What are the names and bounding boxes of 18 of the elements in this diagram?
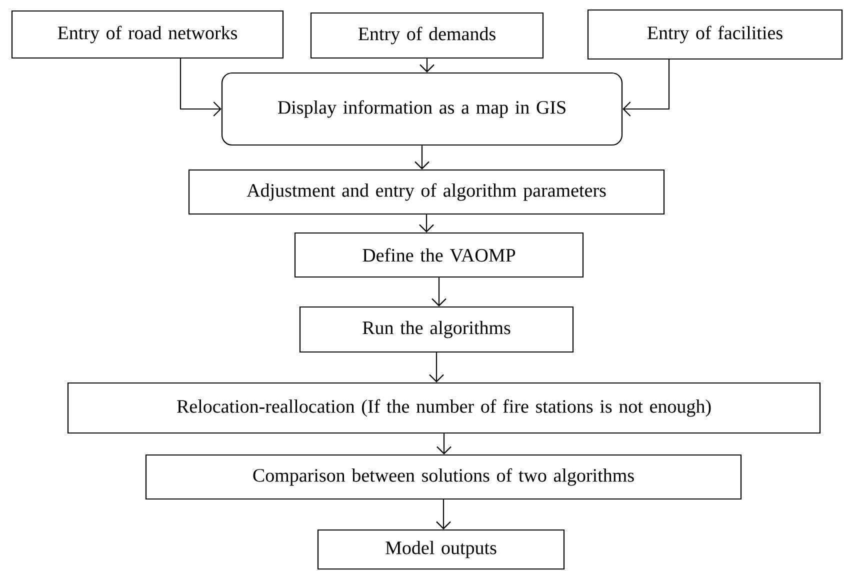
arrow bbox=[429, 352, 444, 382]
process-box: Adjustment and entry of algorithm parameters bbox=[188, 169, 665, 215]
process-box: Run the algorithms bbox=[299, 306, 574, 353]
arrow bbox=[436, 500, 451, 530]
arrow bbox=[622, 60, 670, 116]
rounded-box: Display information as a map in GIS bbox=[221, 72, 623, 146]
process-box: Comparison between solutions of two algorithms bbox=[145, 454, 742, 500]
process-box: Entry of facilities bbox=[587, 9, 843, 60]
process-box: Entry of road networks bbox=[11, 10, 284, 59]
process-box: Entry of demands bbox=[310, 12, 544, 59]
arrow bbox=[436, 434, 452, 454]
process-box: Define the VAOMP bbox=[294, 232, 584, 278]
arrow bbox=[414, 146, 430, 170]
arrow bbox=[419, 214, 434, 232]
arrow bbox=[432, 278, 446, 306]
process-box: Relocation-reallocation (If the number of fire stations is not enough) bbox=[67, 382, 821, 434]
process-box: Model outputs bbox=[317, 529, 565, 570]
arrow bbox=[180, 58, 222, 116]
